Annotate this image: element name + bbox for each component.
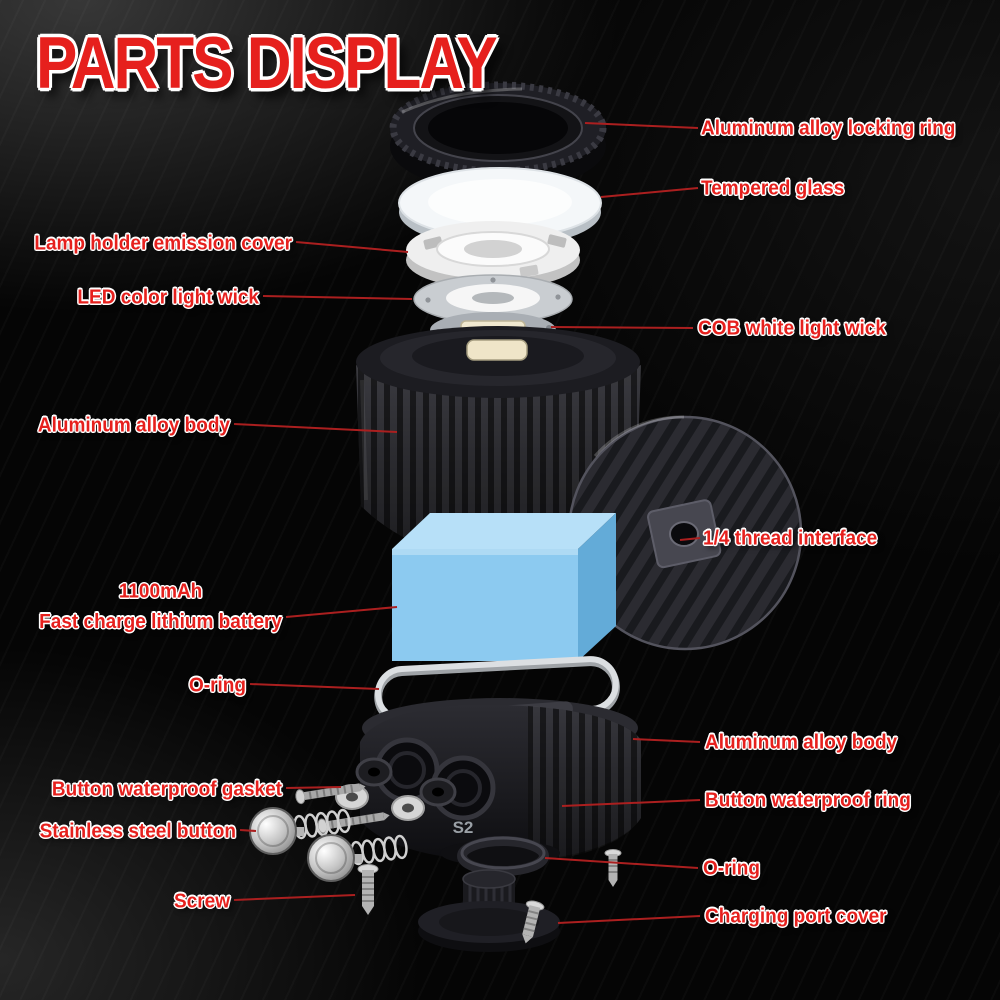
label-lower-body: Aluminum alloy body: [705, 731, 898, 754]
leader-lines: [233, 122, 701, 924]
screw-vertical-left: [357, 864, 379, 915]
button-dome-a: [249, 807, 297, 855]
label-o-ring-upper: O-ring: [189, 674, 246, 697]
leader-tempered-glass: [600, 187, 699, 198]
label-thread-interface: 1/4 thread interface: [703, 527, 878, 550]
leader-lower-body: [632, 738, 701, 743]
leader-emission-cover: [295, 241, 409, 253]
page-title: PARTS DISPLAY: [36, 23, 498, 105]
leader-steel-button: [239, 829, 257, 832]
label-o-ring-lower: O-ring: [703, 857, 760, 880]
leader-battery: [285, 606, 398, 618]
part-upper-body: [356, 326, 641, 558]
label-steel-button: Stainless steel button: [39, 820, 236, 843]
leader-o-ring-lower: [544, 857, 699, 869]
label-button-gasket: Button waterproof gasket: [51, 778, 282, 801]
label-tempered-glass: Tempered glass: [701, 177, 845, 200]
label-screw: Screw: [174, 890, 230, 913]
label-battery-capacity: 1100mAh: [118, 580, 203, 603]
part-screws: [357, 849, 622, 944]
leader-charging-cover: [557, 915, 701, 924]
leader-cob-wick: [550, 326, 694, 329]
part-emission-cover: [406, 221, 580, 289]
button-stem-b: [352, 854, 362, 863]
label-cob-wick: COB white light wick: [698, 317, 886, 340]
button-dome-b: [307, 834, 355, 882]
screw-horizontal-a: [295, 783, 366, 805]
leader-upper-body: [233, 423, 398, 433]
part-battery: [392, 513, 616, 661]
part-steel-buttons: [249, 783, 408, 882]
label-button-ring: Button waterproof ring: [705, 789, 911, 812]
leader-o-ring-upper: [249, 683, 380, 690]
screw-vertical-bottom: [522, 900, 545, 944]
label-emission-cover: Lamp holder emission cover: [34, 232, 292, 255]
spring-a: [293, 808, 351, 840]
label-charging-cover: Charging port cover: [705, 905, 887, 928]
leader-button-ring: [561, 799, 701, 807]
leader-thread-interface: [679, 537, 701, 541]
part-charging-cover: [418, 869, 560, 952]
label-locking-ring: Aluminum alloy locking ring: [701, 117, 956, 140]
part-locking-ring: [389, 81, 607, 191]
label-battery-name: Fast charge lithium battery: [39, 610, 282, 634]
leader-locking-ring: [584, 122, 699, 129]
screw-vertical-right: [604, 849, 622, 887]
button-stem-a: [294, 827, 304, 836]
device-marking-text: S2: [453, 818, 474, 837]
part-led-wick: [413, 274, 573, 324]
screw-horizontal-b: [317, 812, 390, 834]
label-battery: 1100mAh Fast charge lithium battery: [39, 577, 282, 637]
leader-button-gasket: [285, 786, 342, 789]
label-led-wick: LED color light wick: [77, 286, 259, 309]
label-upper-body: Aluminum alloy body: [37, 414, 230, 437]
leader-screw: [233, 894, 356, 901]
leader-led-wick: [262, 295, 413, 300]
